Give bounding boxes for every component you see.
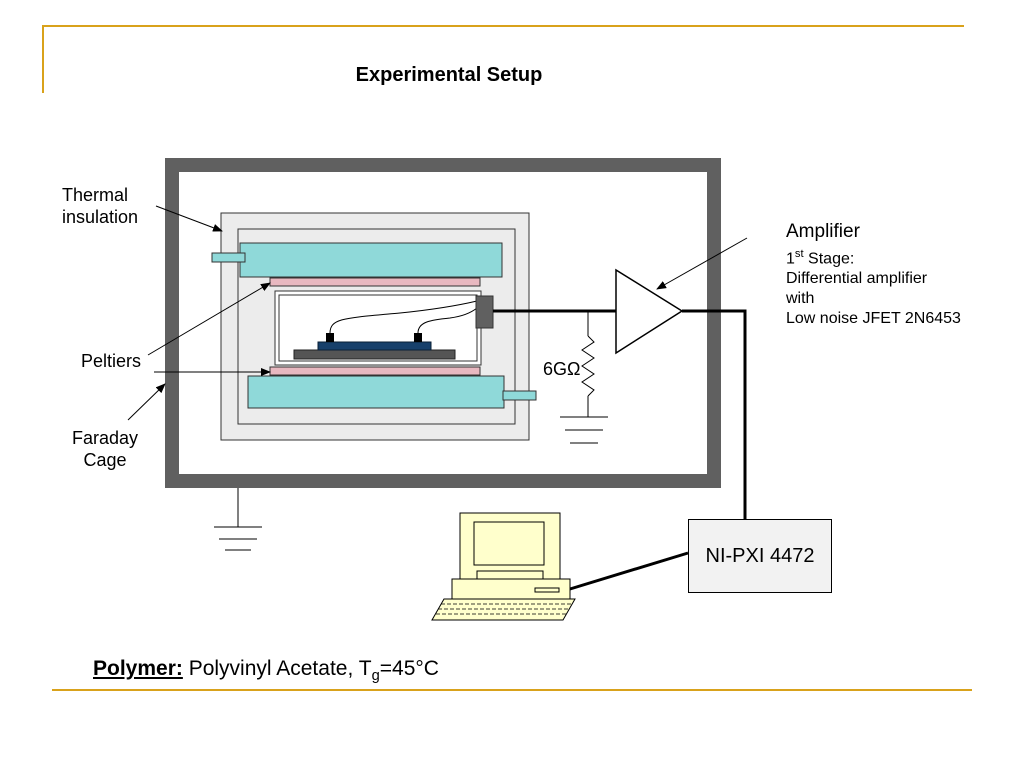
slide-title: Experimental Setup [355,64,543,86]
computer-cable [569,551,689,591]
sample-substrate [293,349,456,360]
thermal-label-line2: insulation [62,207,139,227]
daq-label: NI-PXI 4472 [705,544,815,567]
tg-subscript: g [371,668,380,685]
faraday-label-line2: Cage [83,450,127,470]
polymer-sample [317,341,432,351]
bottom-plate-tab [502,390,537,401]
electrode-left [326,333,334,342]
faraday-cage [165,158,721,488]
thermal-insulation-label: Thermal insulation [62,184,138,228]
top-plate-tab [211,252,246,263]
amp-output-line [682,309,747,519]
polymer-caption: Polymer: Polyvinyl Acetate, Tg=45°C [93,656,439,689]
amplifier-line-3: with [786,290,815,308]
amplifier-title: Amplifier [786,221,860,242]
tg-value: =45°C [379,657,439,680]
peltiers-label: Peltiers [81,351,142,371]
faraday-label-line1: Faraday [72,428,139,448]
electrode-right [414,333,422,342]
polymer-text: Polyvinyl Acetate, T [182,657,372,680]
connector-block [475,295,494,329]
polymer-heading: Polymer: [93,657,183,680]
resistor-label: 6GΩ [543,359,581,379]
slide-frame-bottom-line [52,689,972,691]
bottom-heat-plate [247,375,505,409]
daq-box: NI-PXI 4472 [688,519,832,593]
amplifier-stage: 1st Stage: [786,248,855,268]
top-heat-plate [239,242,503,278]
arrow-thermal [155,205,223,232]
amplifier-symbol [615,268,684,355]
bottom-peltier [269,366,481,376]
slide-frame-left-line [42,25,44,93]
arrow-faraday [127,383,166,421]
amplifier-description: Amplifier 1st Stage: Differential amplif… [786,220,961,329]
computer-icon [431,512,576,621]
slide-frame-top-line [42,25,964,27]
amplifier-line-2: Differential amplifier [786,270,928,288]
amplifier-line-4: Low noise JFET 2N6453 [786,310,961,328]
resistor-zigzag [581,335,595,397]
lead-wire-right [417,307,478,334]
top-peltier [269,277,481,287]
lead-wire-left [329,300,478,334]
arrow-amplifier [656,237,748,290]
faraday-cage-label: Faraday Cage [72,427,138,471]
arrow-peltier-top [147,282,271,356]
thermal-label-line1: Thermal [62,185,129,205]
